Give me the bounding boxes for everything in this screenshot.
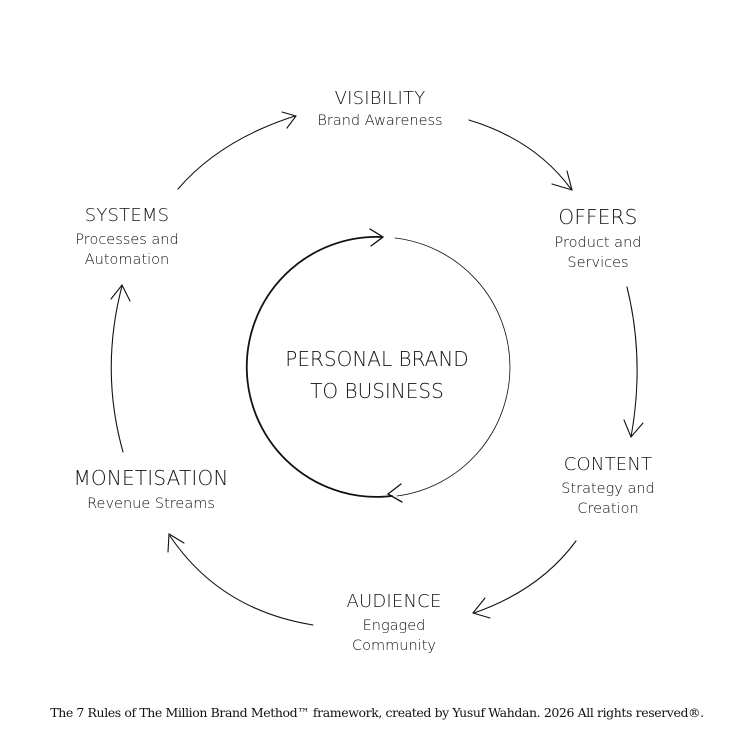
- arrow-monetisation-to-systems: [110, 285, 124, 453]
- node-subtitle: Revenue Streams: [87, 496, 215, 512]
- node-monetisation: MONETISATION Revenue Streams: [73, 466, 228, 514]
- arrowhead-audience: [472, 597, 491, 619]
- node-subtitle: Brand Awareness: [317, 113, 443, 129]
- center-line-2: TO BUSINESS: [310, 379, 444, 403]
- node-visibility: VISIBILITY Brand Awareness: [317, 88, 442, 131]
- copyright-footer: The 7 Rules of The Million Brand Method™…: [50, 705, 704, 720]
- node-title: MONETISATION: [73, 466, 229, 490]
- arrowhead-systems: [110, 283, 131, 302]
- arrowhead-monetisation: [167, 533, 185, 553]
- center-line-1: PERSONAL BRAND: [285, 347, 469, 371]
- arrowhead-offers: [551, 170, 573, 191]
- arrowhead-visibility: [281, 111, 297, 129]
- inner-circle-right-arc: [394, 237, 511, 497]
- arrow-systems-to-visibility: [177, 115, 296, 190]
- arrow-audience-to-monetisation: [169, 535, 314, 626]
- arrow-offers-to-content: [626, 286, 638, 438]
- node-title: SYSTEMS: [84, 205, 170, 226]
- center-label: PERSONAL BRAND TO BUSINESS: [285, 343, 468, 407]
- arrowhead-content: [623, 419, 644, 439]
- inner-arrowhead-bottom: [386, 483, 403, 503]
- node-title: CONTENT: [563, 454, 653, 475]
- inner-arrowhead-top: [369, 228, 385, 247]
- arrow-visibility-to-offers: [468, 119, 572, 190]
- inner-circle-left-arc: [245, 236, 393, 498]
- node-title: OFFERS: [558, 205, 638, 229]
- arrow-content-to-audience: [473, 540, 577, 614]
- node-title: VISIBILITY: [334, 88, 426, 109]
- node-title: AUDIENCE: [346, 591, 442, 612]
